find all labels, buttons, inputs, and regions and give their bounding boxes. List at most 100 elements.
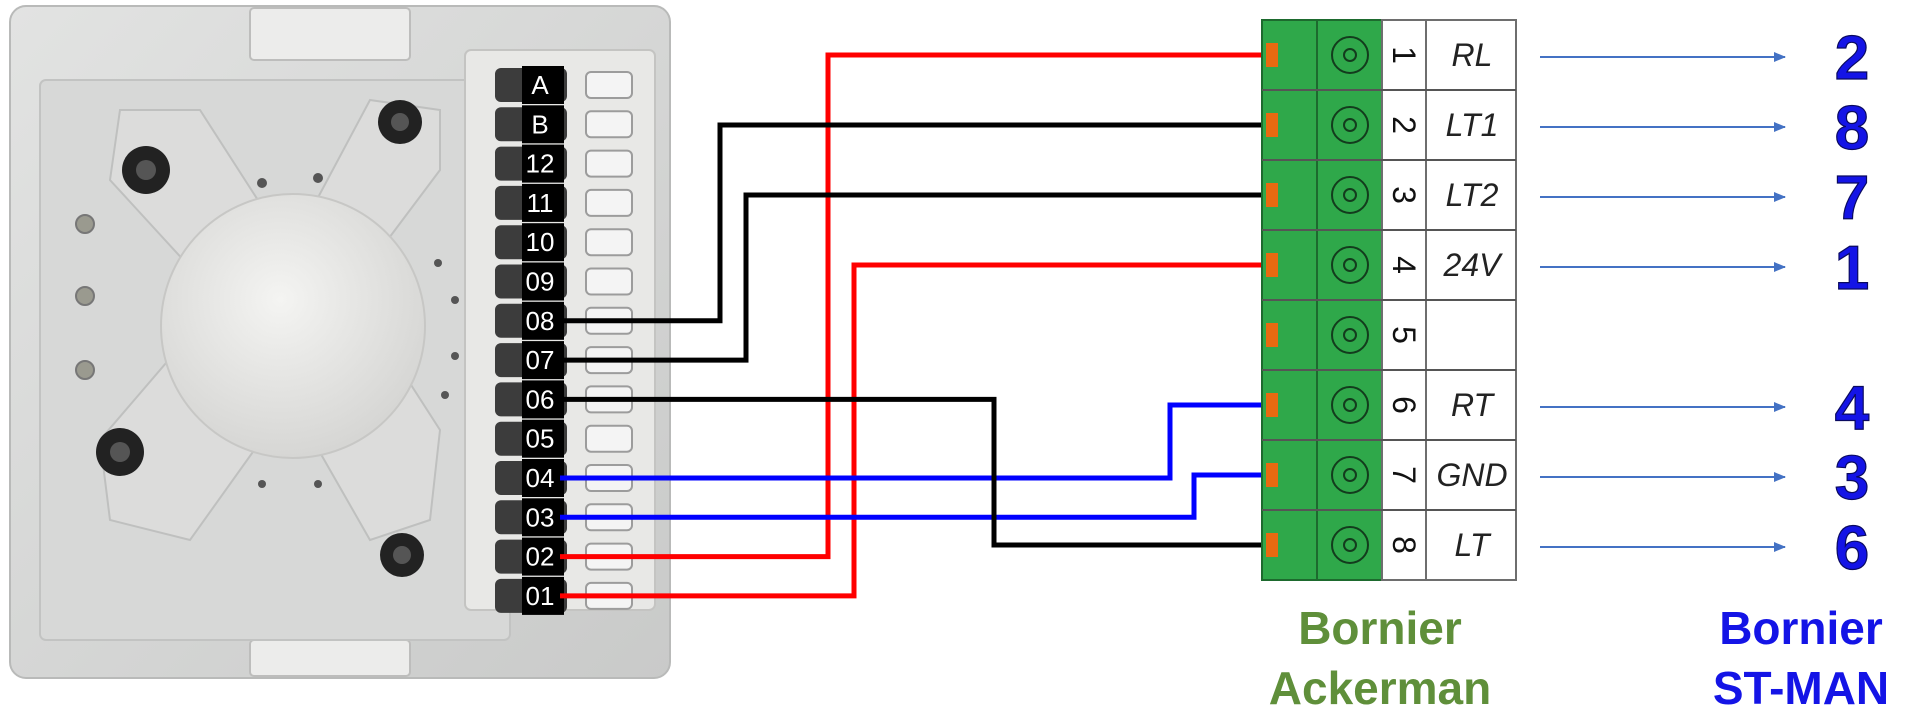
terminal-clamp (585, 110, 633, 139)
terminal-clamp (585, 71, 633, 99)
terminal-label: 01 (526, 581, 555, 611)
thermostat-terminal: 09 (495, 262, 633, 301)
ackerman-row-number: 2 (1386, 116, 1422, 134)
terminal-pin (1266, 43, 1278, 67)
thermostat-terminal: 05 (495, 419, 633, 458)
thermostat-terminal: 04 (495, 459, 633, 497)
ackerman-row-label: LT (1455, 527, 1492, 563)
ackerman-caption: Bornier Ackerman (1230, 598, 1530, 718)
terminal-label: 07 (526, 345, 555, 375)
terminal-label: 10 (526, 227, 555, 257)
thermostat-bottom-clip (249, 639, 411, 677)
ackerman-row-label: LT2 (1446, 177, 1499, 213)
screw-icon (1331, 316, 1369, 354)
terminal-label-bg (522, 301, 564, 340)
terminal-clamp (585, 228, 633, 257)
terminal-label-bg (522, 459, 564, 497)
ackerman-row-label: RL (1452, 37, 1493, 73)
terminal-label: 11 (527, 188, 554, 218)
terminal-label: B (531, 109, 548, 139)
terminal-label: 06 (526, 384, 555, 414)
terminal-label-bg (522, 144, 564, 183)
terminal-pin (1266, 393, 1278, 417)
wire (560, 262, 1268, 599)
ackerman-row-number: 4 (1386, 256, 1422, 274)
screw-icon (1343, 328, 1357, 342)
ackerman-row: 5 (1262, 299, 1516, 354)
thermostat-terminal: 02 (495, 537, 633, 576)
terminal-label-bg (522, 498, 564, 537)
terminal-label: A (531, 70, 549, 100)
ackerman-row-label: RT (1451, 387, 1496, 423)
ackerman-caption-line1: Bornier (1298, 602, 1462, 654)
wire (560, 472, 1268, 520)
thermostat-unit: AB 12 11 10 09 08 07 06 05 04 03 02 01 (9, 5, 671, 679)
ackerman-row: 6 RT (1262, 369, 1516, 424)
ackerman-row: 7 GND (1262, 439, 1516, 494)
terminal-label-bg (522, 105, 564, 144)
wire (560, 122, 1268, 324)
screw-icon (1343, 188, 1357, 202)
terminal-pin (1266, 533, 1278, 557)
ackerman-caption-line2: Ackerman (1268, 662, 1492, 714)
screw-icon (1331, 456, 1369, 494)
screw-icon (1343, 48, 1357, 62)
screw-icon (1331, 36, 1369, 74)
small-holes (257, 173, 459, 488)
terminal-pin (1266, 323, 1278, 347)
terminal-clamp (585, 267, 633, 296)
screw-icon (1331, 526, 1369, 564)
ackerman-row-number: 6 (1386, 396, 1422, 414)
ackerman-row-number: 3 (1386, 186, 1422, 204)
wire (560, 52, 1268, 560)
terminal-clamp (585, 188, 633, 217)
terminal-label-bg (522, 341, 564, 380)
ackerman-row-label: GND (1436, 457, 1507, 493)
terminal-pin (1266, 463, 1278, 487)
terminal-clamp (585, 149, 633, 178)
terminal-label-bg (522, 183, 564, 222)
thermostat-terminal: 12 (495, 144, 633, 183)
ackerman-row-number: 7 (1386, 466, 1422, 484)
wire (560, 396, 1268, 548)
screw-icon (136, 160, 156, 180)
ackerman-row-number: 1 (1386, 46, 1422, 64)
thermostat-terminal: A (495, 66, 633, 104)
stman-terminal-number: 2 (1835, 24, 1869, 93)
thermostat-terminal: 10 (495, 223, 633, 262)
screw-icon (1343, 468, 1357, 482)
thermostat-top-clip (249, 7, 411, 61)
stman-terminal-number: 8 (1835, 94, 1869, 163)
screw-icon (110, 442, 130, 462)
stman-terminal-number: 7 (1835, 164, 1869, 233)
terminal-label: 08 (526, 306, 555, 336)
screw-icon (1343, 398, 1357, 412)
terminal-pin (1266, 253, 1278, 277)
terminal-label-bg (522, 419, 564, 458)
screw-icon (391, 113, 409, 131)
terminal-label: 04 (526, 463, 555, 493)
terminal-label: 12 (526, 149, 555, 179)
terminal-label: 09 (526, 267, 555, 297)
thermostat-terminal: 11 (495, 183, 633, 222)
screw-icon (1343, 118, 1357, 132)
screw-icon (1331, 246, 1369, 284)
terminal-label-bg (522, 576, 564, 615)
led-indicators (75, 214, 95, 380)
screw-icon (1343, 258, 1357, 272)
stman-terminal-number: 3 (1835, 444, 1869, 513)
terminal-pin (1266, 183, 1278, 207)
terminal-label-bg (522, 223, 564, 262)
stman-terminal-number: 1 (1835, 234, 1869, 303)
terminal-label: 03 (526, 502, 555, 532)
terminal-label-bg (522, 380, 564, 419)
ackerman-row-number: 5 (1386, 326, 1422, 344)
wire (560, 192, 1268, 363)
thermostat-terminal: 08 (495, 301, 633, 340)
stman-caption-line2: ST-MAN (1712, 662, 1890, 714)
